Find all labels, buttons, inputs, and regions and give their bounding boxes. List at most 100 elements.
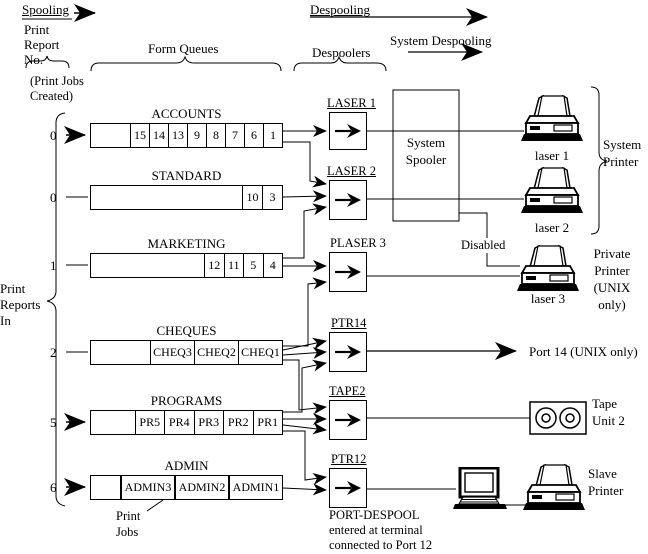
despooler-label-tape2: TAPE2	[329, 384, 366, 398]
queue-cell: 13	[168, 124, 187, 147]
queue-standard: 10 3	[90, 185, 283, 210]
despool-arrow-icon	[335, 413, 361, 427]
despool-arrow-icon	[335, 481, 361, 495]
print-reports-in-brace	[46, 112, 66, 507]
queue-cell: ADMIN1	[228, 476, 282, 499]
system-spooler-box	[392, 89, 460, 222]
report-no-cheques: 2	[50, 345, 57, 360]
private-printer-line2: Printer	[594, 263, 630, 278]
system-spooler-line1: System	[406, 135, 446, 150]
disabled-label: Disabled	[460, 238, 507, 253]
print-report-no-line3: No.	[24, 52, 44, 67]
report-no-standard: 0	[50, 190, 57, 205]
system-printer-line2: Printer	[603, 154, 639, 169]
despoolers-label: Despoolers	[312, 45, 371, 60]
programs-to-ptr14	[283, 359, 327, 413]
slave-printer-line1: Slave	[588, 466, 617, 481]
private-printer-line3: (UNIX	[593, 280, 631, 295]
system-printer-line1: System	[603, 137, 642, 152]
queue-cell: PR1	[252, 411, 283, 434]
despooler-ptr14	[329, 332, 367, 372]
standard-to-laser2	[282, 190, 327, 203]
print-jobs-created-line1: (Print Jobs	[30, 74, 84, 88]
laser2-printer-icon	[521, 167, 583, 214]
queue-cell: PR2	[223, 411, 253, 434]
queue-cell: PR3	[193, 411, 224, 434]
queue-cell: 11	[223, 254, 244, 277]
print-jobs-pointer-line	[146, 499, 164, 512]
despooler-ptr12	[329, 468, 367, 508]
report-no-marketing: 1	[50, 258, 57, 273]
queue-admin: ADMIN3 ADMIN2 ADMIN1	[90, 475, 283, 500]
queue-cell: 6	[244, 124, 263, 147]
queue-label-marketing: MARKETING	[147, 236, 226, 251]
despooler-laser1	[329, 112, 367, 150]
laser1-printer-icon	[521, 95, 583, 142]
cheques-to-plaser3	[283, 277, 327, 347]
queue-accounts: 15 14 13 9 8 7 6 1	[90, 123, 283, 148]
despooler-plaser3	[329, 252, 367, 292]
report-no-admin: 6	[50, 480, 57, 495]
admin-to-ptr12	[282, 483, 327, 496]
slave-printer-line2: Printer	[588, 483, 624, 498]
despooler-laser2	[329, 180, 367, 220]
private-printer-line1: Private	[593, 246, 631, 261]
port-despool-note-line2: entered at terminal	[329, 523, 423, 537]
queue-cheques: CHEQ3 CHEQ2 CHEQ1	[90, 340, 283, 365]
queue-cell: 3	[262, 186, 282, 209]
queue-cell: CHEQ1	[238, 341, 282, 364]
print-report-no-line2: Report	[24, 37, 60, 52]
despooler-label-ptr12: PTR12	[331, 452, 367, 466]
laser2-label: laser 2	[534, 220, 570, 235]
print-report-no-brace	[25, 55, 70, 69]
despooler-label-laser2: LASER 2	[327, 164, 376, 178]
form-queues-brace	[90, 55, 282, 72]
queue-label-cheques: CHEQUES	[156, 323, 217, 338]
despooler-label-plaser3: PLASER 3	[330, 236, 386, 250]
programs-to-ptr12	[283, 430, 327, 485]
cheques-to-tape2	[283, 359, 327, 415]
system-printer-brace	[590, 86, 608, 235]
slave-printer-icon	[523, 464, 585, 511]
marketing-to-laser2	[283, 203, 327, 259]
queue-cell: 9	[187, 124, 206, 147]
queue-label-standard: STANDARD	[151, 168, 222, 183]
queue-cell: 8	[206, 124, 225, 147]
despool-arrow-icon	[335, 345, 361, 359]
form-queues-label: Form Queues	[148, 41, 219, 56]
despoolers-brace	[293, 55, 387, 72]
despooler-tape2	[329, 400, 367, 440]
queue-marketing: 12 11 5 4	[90, 253, 283, 278]
queue-cell: 14	[149, 124, 168, 147]
queue-cell: 7	[225, 124, 244, 147]
queue-cell: CHEQ3	[150, 341, 194, 364]
port-despool-note-line3: connected to Port 12	[329, 538, 433, 552]
terminal-icon	[453, 467, 507, 511]
despool-arrow-icon	[335, 193, 361, 207]
tape-unit-line2: Unit 2	[592, 413, 625, 428]
print-jobs-created-line2: Created)	[30, 89, 74, 103]
port14-label: Port 14 (UNIX only)	[529, 344, 638, 359]
laser3-label: laser 3	[530, 291, 566, 306]
despooling-label: Despooling	[310, 2, 370, 17]
system-spooler-line2: Spooler	[405, 152, 447, 167]
report-no-programs: 5	[50, 415, 57, 430]
queue-cell: PR4	[164, 411, 194, 434]
print-reports-in-line1: Print	[0, 281, 26, 296]
queue-cell: 15	[130, 124, 149, 147]
port-despool-note-line1: PORT-DESPOOL	[329, 508, 420, 522]
print-reports-in-line3: In	[0, 313, 11, 328]
print-report-no-line1: Print	[24, 22, 50, 37]
queue-cell: 4	[262, 254, 283, 277]
laser1-label: laser 1	[534, 148, 570, 163]
accounts-to-laser2	[283, 141, 327, 188]
cheques-to-ptr14-a	[282, 337, 327, 351]
programs-to-tape2-b	[282, 422, 327, 435]
despool-arrow-icon	[335, 265, 361, 279]
queue-cell: 5	[243, 254, 263, 277]
queue-cell: ADMIN3	[120, 476, 174, 499]
spooling-arrow	[22, 4, 96, 22]
queue-cell: 12	[204, 254, 224, 277]
